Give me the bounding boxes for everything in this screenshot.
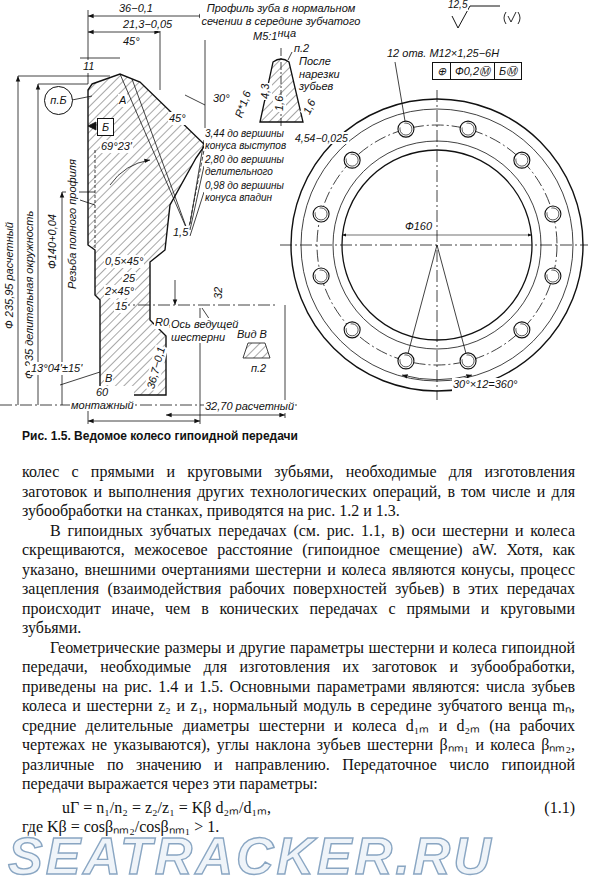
dimension-label: 30°	[212, 92, 231, 105]
bolt-hole	[514, 152, 530, 168]
dimension-label: Ф160	[404, 220, 433, 233]
tolerance-frame: ⊕Ф0,2ⓂБⓂ	[432, 62, 522, 80]
dimension-label: 45°	[168, 112, 187, 125]
dimension-label: 0,5×45°	[104, 255, 144, 268]
dimension-label: 12 отв. М12×1,25−6Н	[386, 47, 500, 60]
dimension-label: 1,5	[172, 226, 189, 239]
bolt-hole	[545, 206, 561, 222]
paragraph: Геометрические размеры и другие параметр…	[22, 638, 575, 794]
reference-circle: п.Б	[44, 86, 73, 115]
dimension-label: 2×45°	[104, 285, 135, 298]
node-text: Ф0,2Ⓜ	[451, 63, 495, 79]
dimension-label: 1,6	[273, 95, 286, 112]
dimension-label: 12,5	[447, 0, 468, 11]
dimension-label: Профиль зуба в нормальном сечении в сере…	[200, 2, 362, 40]
thread-line	[400, 123, 412, 135]
dimension-label: 69°23'	[100, 140, 133, 153]
node-text: БⓂ	[495, 63, 521, 79]
bolt-hole	[398, 353, 414, 369]
datum-box: Б	[97, 118, 114, 136]
thread-line	[462, 123, 474, 135]
thread-line	[516, 324, 528, 336]
dimension-label: 36−0,1	[118, 2, 154, 15]
dimension-label: п.2	[293, 42, 310, 55]
dimension-label: 21,3−0,05	[122, 18, 173, 31]
dimension-label: Ф 235 делительная окружность	[23, 210, 36, 380]
bolt-hole	[545, 268, 561, 284]
dimension-label: После нарезки зубьев	[298, 55, 372, 93]
dimension-label: п.2	[250, 362, 267, 375]
dimension-label: R*1,6	[232, 88, 254, 120]
dimension-label: 32,70 расчетный	[204, 400, 295, 413]
dimension-label: 15	[114, 300, 128, 313]
body-text: колес с прямыми и круговыми зубьями, нео…	[22, 462, 575, 837]
paragraph: В гипоидных зубчатых передачах (см. рис.…	[22, 521, 575, 638]
dimension-label: 3,44 до вершины конуса выступов	[204, 128, 292, 151]
dimension-label: 13°04'±15'	[30, 362, 83, 375]
dimension-label: Вид В	[236, 328, 268, 341]
dimension-label: 4,54−0,025	[294, 132, 349, 144]
dimension-label: Ф140+0,04	[46, 213, 59, 270]
thread-line	[462, 355, 474, 367]
dimension-label: 4,3	[259, 83, 272, 100]
dimension-label: 25	[122, 272, 136, 285]
node-text: Б	[98, 119, 113, 135]
dimension-label: Резьба полного профиля	[66, 158, 79, 290]
dimension-label: 32	[212, 286, 225, 300]
bolt-hole	[398, 121, 414, 137]
thread-line	[346, 324, 358, 336]
formula-row: uГ = n₁/n₂ = z₂/z₁ = Kβ d₂ₘ/d₁ₘ, (1.1)	[22, 798, 575, 818]
dimension-label: 30°×12=360°	[452, 378, 518, 391]
formula-note: где Kβ = cosβₙₘ₂/cosβₙₘ₁ > 1.	[22, 817, 575, 837]
dimension-label: 1,6	[300, 96, 319, 117]
figure-caption: Рис. 1.5. Ведомое колесо гипоидной перед…	[22, 429, 298, 443]
dimension-label: Ф 235,95 расчетный	[3, 221, 16, 330]
bolt-hole	[313, 206, 329, 222]
bolt-hole	[313, 268, 329, 284]
node-text: ⊕	[433, 63, 451, 79]
dimension-label: A	[118, 94, 127, 107]
dimension-label: 60 монтажный	[70, 386, 134, 411]
dimension-label: В	[104, 372, 113, 385]
thread-line	[315, 270, 327, 282]
bolt-hole	[460, 121, 476, 137]
node-text: п.Б	[46, 92, 70, 108]
dimension-label: 11	[82, 60, 95, 73]
thread-line	[346, 154, 358, 166]
thread-line	[547, 270, 559, 282]
thread-line	[400, 355, 412, 367]
dimension-label: Ось ведущей шестерни	[170, 318, 244, 343]
bolt-hole	[460, 353, 476, 369]
thread-line	[315, 208, 327, 220]
formula: uГ = n₁/n₂ = z₂/z₁ = Kβ d₂ₘ/d₁ₘ,	[62, 798, 271, 818]
formula: (1.1)	[544, 798, 575, 818]
bolt-hole	[344, 152, 360, 168]
thread-line	[516, 154, 528, 166]
dimension-label: 45°	[122, 35, 141, 48]
thread-line	[547, 208, 559, 220]
bolt-hole	[514, 322, 530, 338]
paragraph: колес с прямыми и круговыми зубьями, нео…	[22, 462, 575, 521]
dimension-label: 0,98 до вершины конуса впадин	[204, 180, 292, 203]
dimension-label: М5:1	[252, 30, 278, 43]
bolt-hole	[344, 322, 360, 338]
